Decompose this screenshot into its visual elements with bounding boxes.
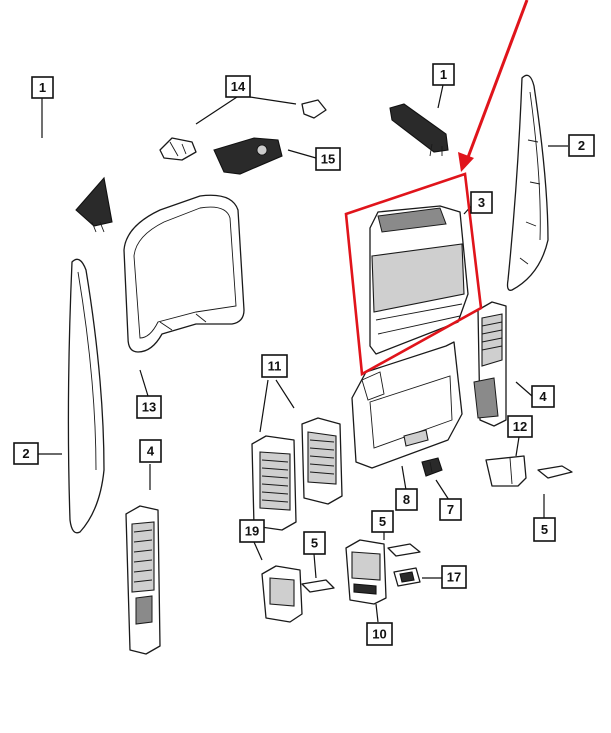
- callout-2-right: 2: [568, 134, 595, 157]
- callout-4-right: 4: [531, 385, 555, 408]
- part-14-clips: [159, 99, 327, 161]
- callout-2-left: 2: [13, 442, 39, 465]
- part-4-left-vent: [125, 505, 161, 655]
- part-17-switch: [393, 567, 421, 587]
- svg-text:12: 12: [513, 419, 527, 434]
- svg-text:4: 4: [539, 389, 547, 404]
- callout-15: 15: [315, 147, 341, 171]
- svg-text:7: 7: [447, 502, 454, 517]
- callout-5-center-left: 5: [303, 531, 326, 555]
- part-11-vent-right: [301, 417, 343, 505]
- callout-1-right: 1: [432, 63, 455, 86]
- svg-text:5: 5: [311, 536, 318, 551]
- svg-text:13: 13: [142, 400, 156, 415]
- svg-text:5: 5: [379, 514, 386, 529]
- callout-14: 14: [225, 75, 251, 98]
- svg-text:1: 1: [440, 67, 447, 82]
- part-11-vent-left: [251, 435, 297, 531]
- callouts: 1 1 2 2 3 4 4 5: [13, 63, 595, 646]
- part-4-right-vent: [473, 301, 507, 427]
- svg-text:17: 17: [447, 570, 461, 585]
- part-5-clip-center: [387, 543, 421, 557]
- svg-text:11: 11: [268, 359, 282, 374]
- callout-5-right: 5: [533, 517, 556, 542]
- svg-text:1: 1: [39, 80, 46, 95]
- svg-text:10: 10: [372, 627, 386, 642]
- part-2-left-pillar-trim: [67, 258, 105, 534]
- part-7-switch: [421, 457, 443, 477]
- callout-13: 13: [136, 395, 162, 419]
- part-2-right-pillar-trim: [506, 74, 549, 291]
- part-5-clip-right: [537, 465, 573, 479]
- highlight-arrow-line: [465, 0, 529, 161]
- part-19-switch-bezel: [261, 565, 303, 623]
- callout-5-center: 5: [371, 510, 394, 533]
- svg-text:3: 3: [478, 195, 485, 210]
- svg-text:4: 4: [147, 444, 155, 459]
- callout-17: 17: [441, 565, 467, 589]
- part-8-console-tray: [351, 341, 463, 469]
- highlight-box: [344, 172, 483, 377]
- part-13-cluster-bezel: [123, 194, 245, 353]
- part-5-clip-left: [301, 579, 335, 593]
- part-15-grille: [213, 137, 283, 175]
- svg-text:15: 15: [321, 152, 335, 167]
- callout-19: 19: [239, 519, 265, 543]
- callout-3: 3: [470, 191, 493, 214]
- part-3-center-bezel: [369, 205, 469, 355]
- part-10-control-bezel: [345, 539, 387, 605]
- svg-text:5: 5: [541, 522, 548, 537]
- svg-text:2: 2: [22, 446, 29, 461]
- callout-12: 12: [507, 415, 533, 438]
- svg-text:8: 8: [403, 492, 410, 507]
- part-1-right-bezel: [389, 103, 449, 157]
- callout-4-left: 4: [139, 439, 162, 463]
- svg-text:19: 19: [245, 524, 259, 539]
- highlight-arrowhead: [458, 152, 474, 172]
- callout-8: 8: [395, 488, 418, 511]
- svg-text:2: 2: [578, 138, 585, 153]
- callout-11: 11: [261, 354, 288, 378]
- callout-1-left: 1: [31, 76, 54, 99]
- highlight-overlay: [344, 0, 529, 377]
- part-1-left-bezel: [75, 176, 113, 233]
- callout-7: 7: [439, 498, 462, 521]
- callout-10: 10: [366, 622, 393, 646]
- part-12-pocket: [485, 455, 527, 487]
- svg-text:14: 14: [231, 79, 246, 94]
